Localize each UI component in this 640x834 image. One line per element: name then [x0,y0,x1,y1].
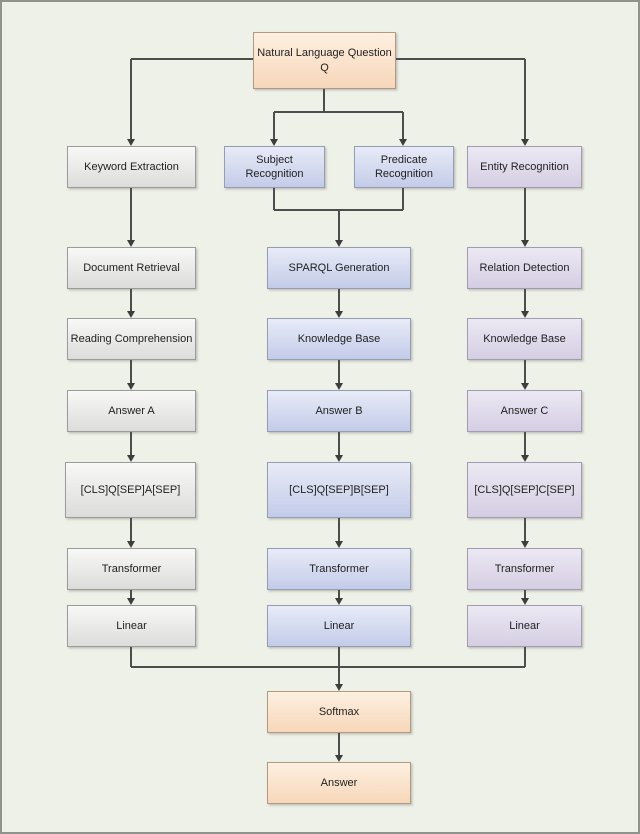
node-subject-recognition: Subject Recognition [224,146,325,188]
node-softmax: Softmax [267,691,411,733]
edge-answerb-to-clsb [338,432,340,455]
edge-kb-to-answerc [524,360,526,383]
arrowhead-answerc [520,383,529,390]
arrowhead-linearb [334,598,343,605]
edge-sparql-to-kb [338,289,340,311]
node-answer-c: Answer C [467,390,582,432]
arrowhead-transformerb [334,541,343,548]
edge-linearb-to-softmax [338,647,340,684]
arrowhead-entity [520,139,529,146]
arrowhead-predicate [398,139,407,146]
edge-q-to-predicate-v [402,112,404,139]
edge-kb-to-answerb [338,360,340,383]
edge-q-split-h [274,111,403,113]
node-natural-language-question: Natural Language Question Q [253,32,396,89]
arrowhead-transformera [126,541,135,548]
arrowhead-clsb [334,455,343,462]
node-knowledge-base-b: Knowledge Base [267,318,411,360]
arrowhead-subject [269,139,278,146]
node-relation-detection: Relation Detection [467,247,582,289]
node-sparql-generation: SPARQL Generation [267,247,411,289]
edge-predicate-down-v [402,188,404,210]
arrowhead-linearc [520,598,529,605]
edge-docret-to-reading [130,289,132,311]
edge-q-to-entity-v [524,59,526,139]
edge-softmax-to-answer [338,733,340,755]
node-answer-a: Answer A [67,390,196,432]
node-predicate-recognition: Predicate Recognition [354,146,454,188]
edge-merge-to-sparql-v [338,210,340,240]
node-linear-a: Linear [67,605,196,647]
edge-q-to-entity-h [396,58,525,60]
arrowhead-clsc [520,455,529,462]
node-entity-recognition: Entity Recognition [467,146,582,188]
arrowhead-kb-c [520,311,529,318]
arrowhead-lineara [126,598,135,605]
node-cls-q-sep-b: [CLS]Q[SEP]B[SEP] [267,462,411,518]
arrowhead-softmax [334,684,343,691]
edge-clsc-to-transformerc [524,518,526,541]
edge-linearc-down [524,647,526,667]
node-reading-comprehension: Reading Comprehension [67,318,196,360]
node-document-retrieval: Document Retrieval [67,247,196,289]
node-answer: Answer [267,762,411,804]
node-transformer-b: Transformer [267,548,411,590]
edge-answerc-to-clsc [524,432,526,455]
edge-subject-down-v [273,188,275,210]
arrowhead-sparql [334,240,343,247]
arrowhead-answer [334,755,343,762]
edge-q-to-keyword-v [130,59,132,139]
node-transformer-a: Transformer [67,548,196,590]
arrowhead-relation [520,240,529,247]
node-keyword-extraction: Keyword Extraction [67,146,196,188]
edge-keyword-to-docret [130,188,132,240]
arrowhead-answera [126,383,135,390]
edge-clsb-to-transformerb [338,518,340,541]
node-cls-q-sep-c: [CLS]Q[SEP]C[SEP] [467,462,582,518]
arrowhead-reading [126,311,135,318]
edge-q-to-keyword-h [131,58,253,60]
arrowhead-clsa [126,455,135,462]
edge-entity-to-relation [524,188,526,240]
edge-reading-to-answera [130,360,132,383]
edge-transformera-to-lineara [130,590,132,598]
arrowhead-docret [126,240,135,247]
arrowhead-kb-b [334,311,343,318]
edge-clsa-to-transformera [130,518,132,541]
edge-transformerc-to-linearc [524,590,526,598]
arrowhead-answerb [334,383,343,390]
edge-relation-to-kb [524,289,526,311]
edge-lineara-down [130,647,132,667]
node-cls-q-sep-a: [CLS]Q[SEP]A[SEP] [65,462,196,518]
node-answer-b: Answer B [267,390,411,432]
edge-answera-to-clsa [130,432,132,455]
node-linear-b: Linear [267,605,411,647]
edge-q-to-subject-v [273,112,275,139]
arrowhead-keyword [126,139,135,146]
arrowhead-transformerc [520,541,529,548]
node-linear-c: Linear [467,605,582,647]
node-knowledge-base-c: Knowledge Base [467,318,582,360]
edge-transformerb-to-linearb [338,590,340,598]
edge-q-down-v [323,89,325,112]
edge-merge-softmax-h [131,666,525,668]
node-transformer-c: Transformer [467,548,582,590]
